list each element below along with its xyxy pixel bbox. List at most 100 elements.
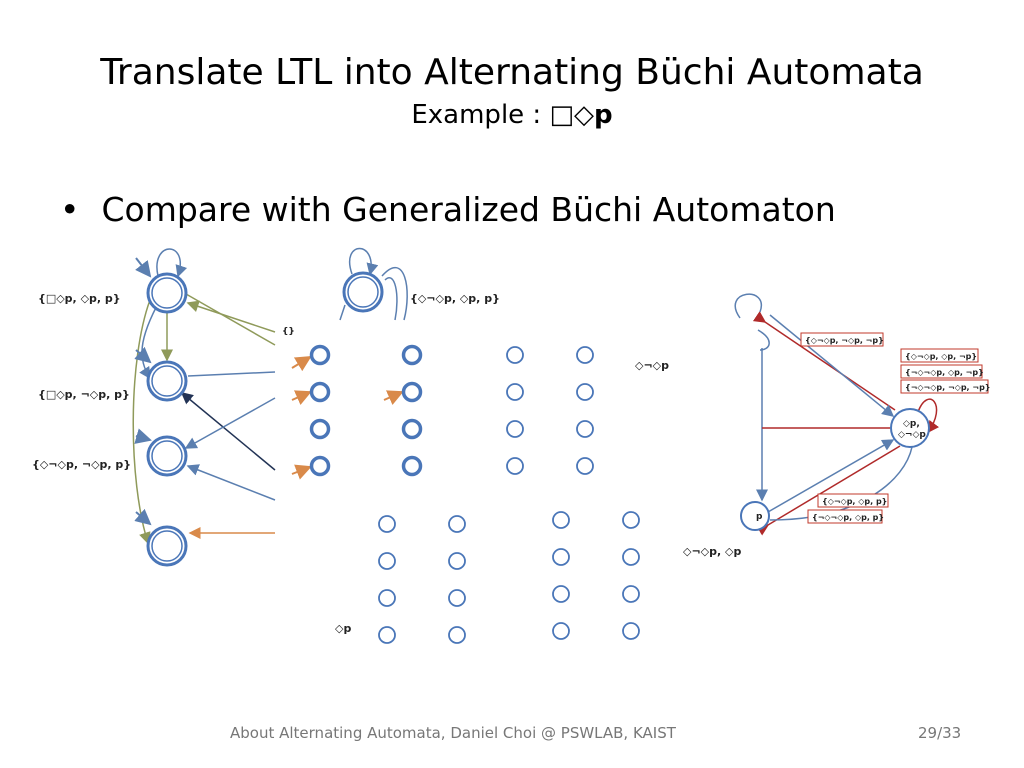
right-bottom-label: ◇¬◇p, ◇p bbox=[683, 545, 741, 558]
left-initial-arrow bbox=[134, 428, 152, 444]
grid-state bbox=[576, 420, 594, 438]
right-automaton: ◇p, ◇¬◇p p ◇¬◇p, ◇p {◇¬◇p, ¬◇p, ¬p} {◇¬◇… bbox=[683, 293, 991, 558]
grid-state bbox=[506, 457, 524, 475]
transition-box-label: {◇¬◇p, ◇p, p} bbox=[822, 497, 887, 506]
bullet-text: Compare with Generalized Büchi Automaton bbox=[101, 190, 836, 229]
right-center-label-1: ◇p, bbox=[903, 419, 920, 429]
transition-box: {◇¬◇p, ◇p, ¬p} bbox=[900, 348, 979, 363]
right-center-state: ◇p, ◇¬◇p bbox=[890, 408, 930, 448]
orange-initial-arrow bbox=[291, 355, 312, 372]
orange-initial-arrow bbox=[291, 390, 312, 405]
grid-state bbox=[552, 585, 570, 603]
transition-box-label: {◇¬◇p, ¬◇p, ¬p} bbox=[805, 336, 884, 345]
middle-top-state bbox=[342, 271, 384, 313]
grid-state bbox=[448, 552, 466, 570]
right-edge bbox=[755, 445, 901, 536]
left-self-loop bbox=[156, 248, 188, 278]
middle-top-label: {◇¬◇p, ◇p, p} bbox=[410, 292, 500, 305]
left-state-label-1: {□◇p, ◇p, p} bbox=[38, 292, 121, 305]
left-initial-arrow bbox=[134, 508, 152, 526]
grid-state-filled bbox=[401, 344, 423, 366]
grid-state bbox=[448, 515, 466, 533]
transition-box: {◇¬◇p, ¬◇p, ¬p} bbox=[800, 332, 884, 347]
grid-state bbox=[378, 552, 396, 570]
orange-initial-arrow bbox=[291, 464, 312, 480]
slide-title: Translate LTL into Alternating Büchi Aut… bbox=[100, 52, 924, 93]
transition-box-label: {◇¬◇p, ◇p, ¬p} bbox=[905, 352, 977, 361]
left-edge bbox=[186, 300, 276, 333]
left-edge bbox=[187, 371, 276, 377]
grid-state bbox=[506, 346, 524, 364]
middle-right-label: ◇¬◇p bbox=[635, 359, 669, 372]
grid-state bbox=[448, 626, 466, 644]
transition-box-label: {¬◇¬◇p, ¬◇p, ¬p} bbox=[905, 383, 991, 392]
grid-state bbox=[552, 622, 570, 640]
middle-self-loop bbox=[349, 247, 379, 276]
right-edge bbox=[769, 314, 895, 417]
bullet-marker: • bbox=[60, 190, 80, 229]
grid-state-filled bbox=[309, 381, 331, 403]
right-self-loop bbox=[734, 293, 763, 319]
left-edge bbox=[132, 299, 151, 545]
right-edge bbox=[752, 311, 896, 411]
grid-state bbox=[576, 457, 594, 475]
grid-state bbox=[448, 589, 466, 607]
left-initial-arrow bbox=[135, 257, 152, 278]
left-edge bbox=[184, 397, 276, 449]
right-bottom-state: p bbox=[740, 501, 770, 531]
grid-state bbox=[378, 626, 396, 644]
middle-bottom-label: ◇p bbox=[335, 622, 351, 635]
right-center-label-2: ◇¬◇p bbox=[898, 430, 926, 440]
page-number: 29/33 bbox=[918, 724, 962, 742]
grid-state bbox=[622, 622, 640, 640]
bullet-item: • Compare with Generalized Büchi Automato… bbox=[60, 190, 836, 229]
transition-box: {◇¬◇p, ◇p, p} bbox=[817, 493, 889, 508]
grid-state-filled bbox=[401, 418, 423, 440]
grid-state bbox=[506, 420, 524, 438]
grid-state-filled bbox=[309, 418, 331, 440]
grid-state bbox=[378, 589, 396, 607]
right-edge bbox=[767, 439, 895, 513]
middle-edge bbox=[381, 267, 408, 321]
transition-box: {¬◇¬◇p, ¬◇p, ¬p} bbox=[900, 379, 991, 394]
left-edge bbox=[186, 464, 276, 501]
left-state-label-3: {◇¬◇p, ¬◇p, p} bbox=[32, 458, 131, 471]
left-state-3 bbox=[146, 435, 188, 477]
left-state-1 bbox=[146, 272, 188, 314]
slide-subtitle: Example : □◇p bbox=[0, 100, 1024, 130]
subtitle-prefix: Example : bbox=[411, 100, 550, 130]
middle-empty-label: {} bbox=[282, 327, 295, 337]
grid-state bbox=[552, 548, 570, 566]
grid-state-filled bbox=[309, 344, 331, 366]
grid-state bbox=[622, 511, 640, 529]
grid-state bbox=[378, 515, 396, 533]
transition-box: {¬◇¬◇p, ◇p, p} bbox=[807, 509, 884, 524]
transition-box: {¬◇¬◇p, ◇p, ¬p} bbox=[900, 364, 984, 379]
left-state-2 bbox=[146, 360, 188, 402]
middle-edge bbox=[339, 304, 346, 321]
orange-initial-arrow bbox=[383, 390, 404, 405]
right-self-loop bbox=[917, 398, 940, 434]
subtitle-formula-var: p bbox=[594, 100, 613, 130]
right-bottom-state-label: p bbox=[756, 512, 763, 522]
right-self-loop bbox=[757, 329, 770, 351]
grid-state-filled bbox=[401, 455, 423, 477]
left-state-label-2: {□◇p, ¬◇p, p} bbox=[38, 388, 130, 401]
left-edge bbox=[180, 392, 276, 471]
grid-state bbox=[576, 383, 594, 401]
left-edge bbox=[185, 293, 276, 346]
transition-box-label: {¬◇¬◇p, ◇p, ¬p} bbox=[905, 368, 984, 377]
grid-state bbox=[552, 511, 570, 529]
grid-state bbox=[506, 383, 524, 401]
subtitle-formula-ops: □◇ bbox=[549, 100, 595, 130]
grid-state bbox=[622, 548, 640, 566]
transition-box-label: {¬◇¬◇p, ◇p, p} bbox=[812, 513, 884, 522]
middle-automaton: {◇¬◇p, ◇p, p} {} ◇¬◇p ◇p bbox=[282, 247, 669, 644]
grid-state bbox=[622, 585, 640, 603]
right-edge bbox=[769, 446, 913, 521]
left-initial-arrow bbox=[134, 346, 152, 364]
grid-state-filled bbox=[401, 381, 423, 403]
grid-state bbox=[576, 346, 594, 364]
slide-footer: About Alternating Automata, Daniel Choi … bbox=[230, 724, 676, 742]
